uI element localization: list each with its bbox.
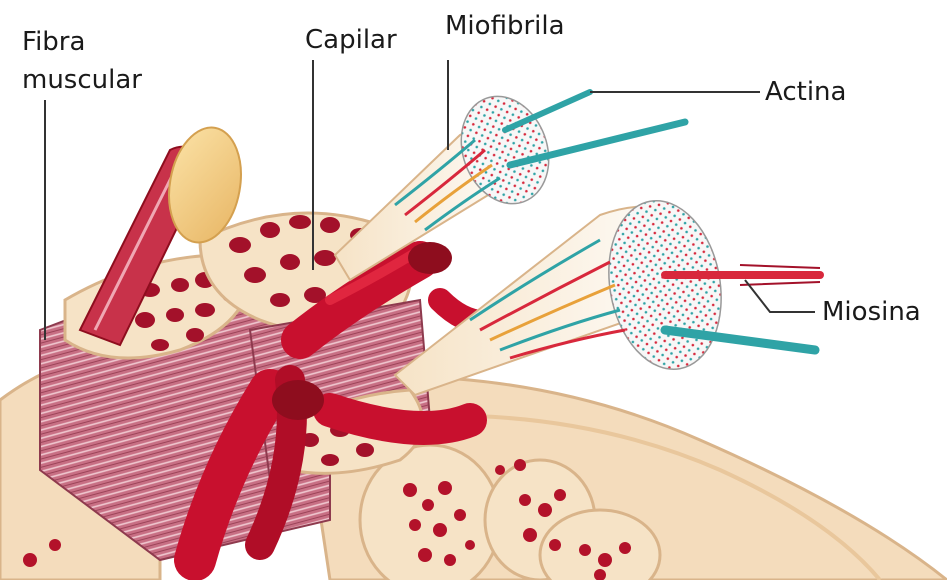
label-miosina: Miosina [822,297,921,327]
label-capilar: Capilar [305,25,397,55]
label-actina: Actina [765,77,846,107]
label-fibra-line2: muscular [22,65,142,95]
label-miofibrila: Miofibrila [445,11,565,41]
label-fibra-line1: Fibra [22,27,85,57]
